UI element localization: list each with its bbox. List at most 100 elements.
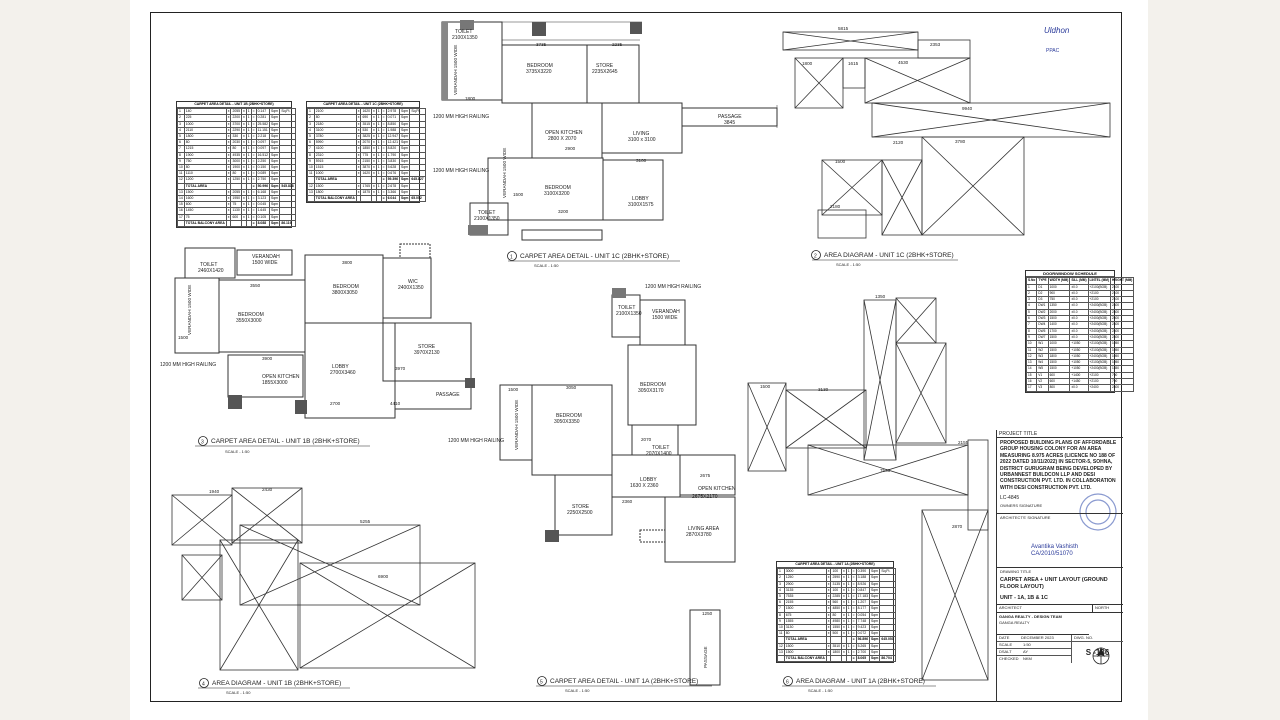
checked-value: NKM (1023, 656, 1032, 661)
unit1c-carpet-plan (441, 20, 778, 241)
room-dim-1c-bedroom: 3735X3220 (526, 69, 552, 75)
drawing-title: CARPET AREA + UNIT LAYOUT (GROUND FLOOR … (1000, 577, 1108, 590)
firm-box: GANGA REALTY - DESIGN TEAM GANGA REALTY (997, 613, 1089, 635)
dim-1c-area-a: 5815 (838, 26, 849, 31)
dim-1b-area-a: 1940 (209, 489, 220, 494)
unit1a-carpet-plan (499, 288, 736, 686)
dim-1a-d: 2675 (700, 473, 711, 478)
dim-1a-area-c: 3130 (818, 387, 829, 392)
area-table-unit1a: CARPET AREA DETAIL - UNIT 1A (2BHK+STORE… (776, 561, 896, 664)
room-label-1c-bedroom: BEDROOM (527, 63, 553, 69)
area-table-unit1a-title: CARPET AREA DETAIL - UNIT 1A (2BHK+STORE… (777, 562, 893, 569)
dim-1b-area-d: 6900 (378, 574, 389, 579)
title-number-6: 6 (786, 680, 789, 686)
room-dim-1c-toilet: 2100X1350 (452, 35, 478, 41)
area-table-unit1c-title: CARPET AREA DETAIL - UNIT 1C (2BHK+STORE… (307, 102, 419, 109)
room-label-1c-living: LIVING (633, 131, 650, 137)
room-dim-1a-living: 2870X3780 (686, 532, 712, 538)
north-arrow-icon (1092, 646, 1110, 665)
room-dim-1b-kitchen: 1855X3000 (262, 380, 288, 386)
architects-signature-label: ARCHITECTS' SIGNATURE (1000, 515, 1051, 520)
title-marker-1 (507, 251, 517, 261)
room-label-1b-wc: W/C (408, 279, 418, 285)
dim-1b-e: 2700 (330, 401, 341, 406)
dim-1c-area-j: 2180 (830, 204, 841, 209)
title-number-4: 4 (202, 682, 205, 688)
sheet-number: S -136 (1071, 642, 1123, 663)
verandah-1c: VERANDAH 1500 WIDE (453, 45, 458, 95)
scale-unit1a-area: SCALE - 1:50 (808, 688, 833, 693)
unit1a-area-diagram (747, 297, 989, 681)
room-label-1a-bedroom: BEDROOM (640, 382, 666, 388)
room-label-1c-toilet2: TOILET (478, 210, 495, 216)
verandah-1a: VERANDAH 1500 WIDE (514, 400, 519, 450)
room-label-1c-toilet: TOILET (455, 29, 472, 35)
dim-1a-c: 2070 (641, 437, 652, 442)
checked-label: CHECKED (999, 656, 1019, 661)
area-table-unit1b: CARPET AREA DETAIL - UNIT 1B (2BHK+STORE… (176, 101, 296, 229)
unit1c-area-diagram (782, 31, 1111, 239)
room-label-1b-kitchen: OPEN KITCHEN (262, 374, 300, 380)
room-dim-1c-bedroom2: 3100X3200 (544, 191, 570, 197)
room-label-1a-bedroom2: BEDROOM (556, 413, 582, 419)
room-label-1b-verandah: VERANDAH (252, 254, 280, 260)
room-dim-1b-toilet: 2460X1420 (198, 268, 224, 274)
dim-1c-d: 3200 (558, 209, 569, 214)
room-label-1b-passage: PASSAGE (436, 392, 460, 398)
unit1b-area-diagram (171, 487, 476, 671)
dsalt-value: AY (1023, 649, 1029, 654)
room-dim-1a-toilet2: 2070X1400 (646, 451, 672, 457)
date-label: DATE (999, 635, 1010, 640)
room-dim-1c-toilet2: 2100X1350 (474, 216, 500, 222)
dim-1c-a: 3735 (536, 42, 547, 47)
project-title-label: PROJECT TITLE (997, 430, 1123, 438)
railing-1c: 1200 MM HIGH RAILING (433, 114, 489, 120)
room-dim-1a-bedroom: 3050X3170 (638, 388, 664, 394)
dim-1c-area-i: 1500 (835, 159, 846, 164)
scale-label: SCALE (999, 642, 1013, 647)
signature-stamp-2: PPAC (1046, 48, 1060, 54)
title-number-1: 1 (510, 255, 513, 261)
dim-1c-area-b: 2353 (930, 42, 941, 47)
unit1b-carpet-plan (174, 243, 475, 419)
dim-1c-c: 3100 (636, 158, 647, 163)
room-dim-1b-lobby: 2700X3460 (330, 370, 356, 376)
room-label-1a-toilet: TOILET (618, 305, 635, 311)
dim-1b-b: 3550 (250, 283, 261, 288)
drawing-title-label: DRAWING TITLE (1000, 569, 1032, 574)
room-dim-1b-wc: 2400X1350 (398, 285, 424, 291)
room-dim-1b-bedroom2: 3550X3000 (236, 318, 262, 324)
dim-1a-area-e: 7536 (880, 468, 891, 473)
title-number-3: 3 (201, 440, 204, 446)
title-unit1c-carpet: CARPET AREA DETAIL - UNIT 1C (2BHK+STORE… (520, 253, 669, 260)
project-title: PROPOSED BUILDING PLANS OF AFFORDABLE GR… (1000, 440, 1117, 491)
dim-1c-b: 2235 (612, 42, 623, 47)
scale-unit1c-area: SCALE - 1:50 (836, 262, 861, 267)
title-unit1b-area: AREA DIAGRAM - UNIT 1B (2BHK+STORE) (212, 680, 341, 687)
title-number-5: 5 (540, 680, 543, 686)
dim-1b-area-c: 5255 (360, 519, 371, 524)
dim-1b-d: 3970 (395, 366, 406, 371)
